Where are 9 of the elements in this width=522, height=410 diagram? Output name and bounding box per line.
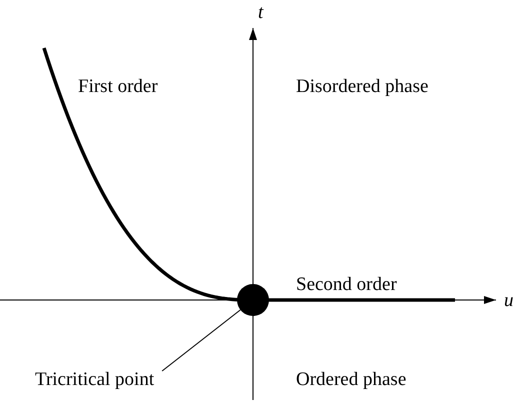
leader-line	[162, 309, 241, 372]
axis-label: t	[258, 2, 264, 24]
region-label: First order	[78, 76, 158, 98]
point-label: Tricritical point	[35, 369, 154, 391]
region-label: Disordered phase	[296, 76, 428, 98]
region-label: Second order	[296, 274, 397, 296]
axis-label: u	[504, 290, 514, 312]
region-label: Ordered phase	[296, 369, 406, 391]
tricritical-point-dot	[237, 284, 269, 316]
